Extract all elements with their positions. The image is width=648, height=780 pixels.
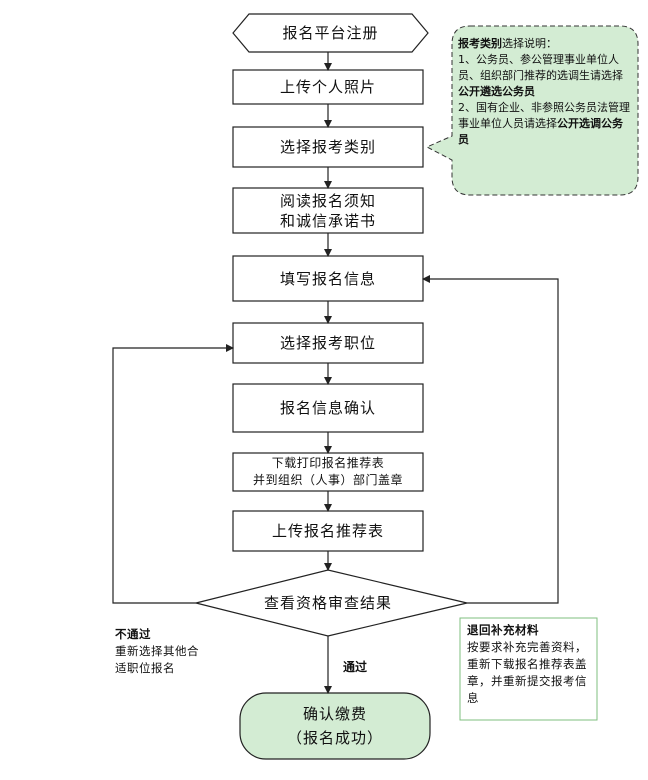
confirm-info-label: 报名信息确认: [279, 399, 376, 417]
supplement-note-title: 退回补充材料: [467, 623, 539, 637]
payment-terminator: [239, 692, 431, 760]
register-label: 报名平台注册: [282, 24, 379, 42]
choose-category-label: 选择报考类别: [279, 138, 376, 156]
download-print-box: [232, 452, 424, 492]
category-note-heading: 报考类别选择说明：: [458, 37, 557, 50]
upload-form-label: 上传报名推荐表: [271, 522, 384, 540]
download-print-label: 下载打印报名推荐表 并到组织（人事）部门盖章: [252, 456, 403, 487]
choose-position-box: [232, 322, 424, 364]
fail-note: 不通过 重新选择其他合 适职位报名: [115, 626, 233, 677]
choose-position-label: 选择报考职位: [279, 334, 376, 352]
category-note-item-1: 1、公务员、参公管理事业单位人员、组织部门推荐的选调生请选择公开遴选公务员: [458, 53, 623, 98]
arrow-fail-loop: [112, 344, 234, 604]
upload-photo-label: 上传个人照片: [279, 78, 376, 96]
upload-photo-box: [232, 69, 424, 105]
category-note-bubble: [425, 25, 639, 196]
supplement-note-box: [459, 617, 598, 721]
pass-label: 通过: [343, 660, 368, 674]
supplement-note: 退回补充材料 按要求补充完善资料，重新下载报名推荐表盖章，并重新提交报考信息: [467, 622, 593, 707]
fail-note-title: 不通过: [115, 627, 151, 641]
supplement-note-text: 按要求补充完善资料，重新下载报名推荐表盖章，并重新提交报考信息: [467, 640, 587, 705]
category-note-item-2: 2、国有企业、非参照公务员法管理事业单位人员请选择公开选调公务员: [458, 101, 630, 146]
fill-info-label: 填写报名信息: [279, 269, 376, 288]
read-notice-label: 阅读报名须知 和诚信承诺书: [279, 191, 376, 230]
fail-note-text: 重新选择其他合 适职位报名: [115, 644, 199, 675]
confirm-info-box: [232, 383, 424, 433]
fill-info-box: [232, 255, 424, 302]
category-note: 报考类别选择说明： 1、公务员、参公管理事业单位人员、组织部门推荐的选调生请选择…: [458, 36, 632, 148]
payment-label: 确认缴费 （报名成功）: [286, 705, 383, 747]
read-notice-box: [232, 187, 424, 234]
upload-form-box: [232, 510, 424, 552]
arrow-supplement-loop: [422, 275, 559, 604]
check-result-label: 查看资格审查结果: [263, 594, 392, 612]
register-shape: [232, 13, 429, 53]
